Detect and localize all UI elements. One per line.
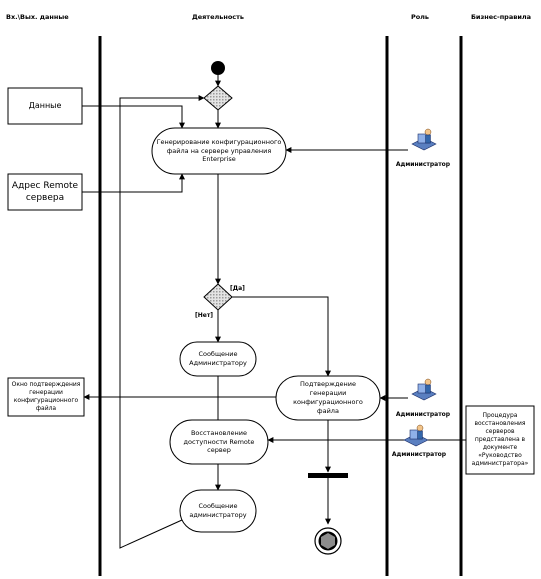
admin-actor-icon bbox=[403, 424, 429, 447]
rule-restore-procedure-label: Процедура восстановления серверов предст… bbox=[471, 411, 529, 468]
input-data-label: Данные bbox=[28, 100, 62, 110]
activity-generate-config bbox=[151, 127, 287, 175]
header-business-rules: Бизнес-правила bbox=[470, 13, 532, 21]
header-role: Роль bbox=[410, 13, 430, 21]
decision-diamond bbox=[203, 283, 233, 311]
activity-generate-config-label: Генерирование конфигурационного файла на… bbox=[156, 137, 282, 164]
header-inputs: Вх.\Вых. данные bbox=[6, 13, 69, 21]
activity-message-admin-2-label: Сообщение администратору bbox=[189, 502, 247, 519]
activity-confirm-generation bbox=[275, 375, 381, 421]
activity-confirm-generation-label: Подтверждение генерации конфигурационног… bbox=[293, 380, 363, 415]
final-node bbox=[314, 527, 342, 555]
fork-bar bbox=[308, 473, 348, 478]
guard-yes: [Да] bbox=[230, 285, 245, 292]
role-admin-3: Администратор bbox=[391, 451, 447, 458]
role-admin-2: Администратор bbox=[395, 411, 451, 418]
role-admin-1: Администратор bbox=[395, 161, 451, 168]
activity-restore-access-label: Восстановление доступности Remote сервер bbox=[183, 428, 255, 455]
output-confirmation-window-label: Окно подтверждения генерации конфигураци… bbox=[11, 380, 81, 413]
activity-message-admin-2 bbox=[179, 489, 257, 533]
loop-back-flow bbox=[119, 95, 205, 549]
admin-actor-icon bbox=[411, 128, 437, 151]
activity-message-admin-1-label: Сообщение Администратору bbox=[189, 350, 247, 367]
activity-restore-access bbox=[169, 419, 269, 465]
admin-actor-icon bbox=[411, 378, 437, 401]
guard-no: [Нет] bbox=[195, 312, 214, 319]
rule-restore-procedure-box bbox=[465, 405, 535, 475]
input-remote-address-label: Адрес Remote сервера bbox=[11, 180, 79, 203]
lane-separator-role bbox=[459, 36, 463, 576]
initial-node bbox=[211, 61, 225, 75]
input-data-box bbox=[7, 87, 83, 125]
activity-message-admin-1 bbox=[179, 341, 257, 377]
lane-separator-inputs bbox=[98, 36, 102, 576]
header-activity: Деятельность bbox=[191, 13, 245, 21]
lane-separator-activity bbox=[385, 36, 389, 576]
input-remote-address-box bbox=[7, 173, 83, 211]
merge-diamond bbox=[203, 85, 233, 111]
output-confirmation-window-box bbox=[7, 377, 85, 417]
